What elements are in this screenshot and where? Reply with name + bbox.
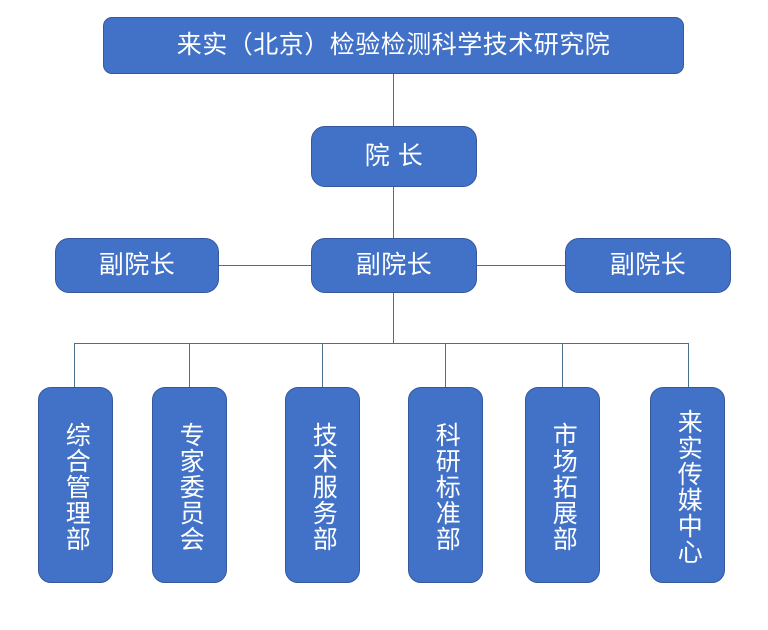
node-department-technical-service[interactable]: 技术服务部 xyxy=(285,387,360,583)
connector-bus-to-dept-2 xyxy=(189,343,190,387)
node-director[interactable]: 院 长 xyxy=(311,126,477,187)
connector-root-to-director xyxy=(393,73,394,126)
node-vice-director-center[interactable]: 副院长 xyxy=(311,238,477,293)
node-vice-director-right[interactable]: 副院长 xyxy=(565,238,731,293)
connector-bus-to-dept-5 xyxy=(562,343,563,387)
connector-bus-to-dept-1 xyxy=(74,343,75,387)
connector-vice-center-to-left xyxy=(218,265,311,266)
node-department-general-management[interactable]: 综合管理部 xyxy=(38,387,113,583)
connector-director-to-vice-center xyxy=(393,186,394,238)
connector-vice-center-to-right xyxy=(476,265,565,266)
node-institute-root[interactable]: 来实（北京）检验检测科学技术研究院 xyxy=(103,17,684,74)
node-department-market-development[interactable]: 市场拓展部 xyxy=(525,387,600,583)
connector-bus-to-dept-6 xyxy=(688,343,689,387)
node-department-media-center[interactable]: 来实传媒中心 xyxy=(650,387,725,583)
node-department-research-standards[interactable]: 科研标准部 xyxy=(408,387,483,583)
connector-department-bus xyxy=(74,343,689,344)
connector-bus-to-dept-4 xyxy=(445,343,446,387)
connector-vice-center-to-bus xyxy=(393,292,394,343)
node-department-expert-committee[interactable]: 专家委员会 xyxy=(152,387,227,583)
connector-bus-to-dept-3 xyxy=(322,343,323,387)
node-vice-director-left[interactable]: 副院长 xyxy=(55,238,219,293)
